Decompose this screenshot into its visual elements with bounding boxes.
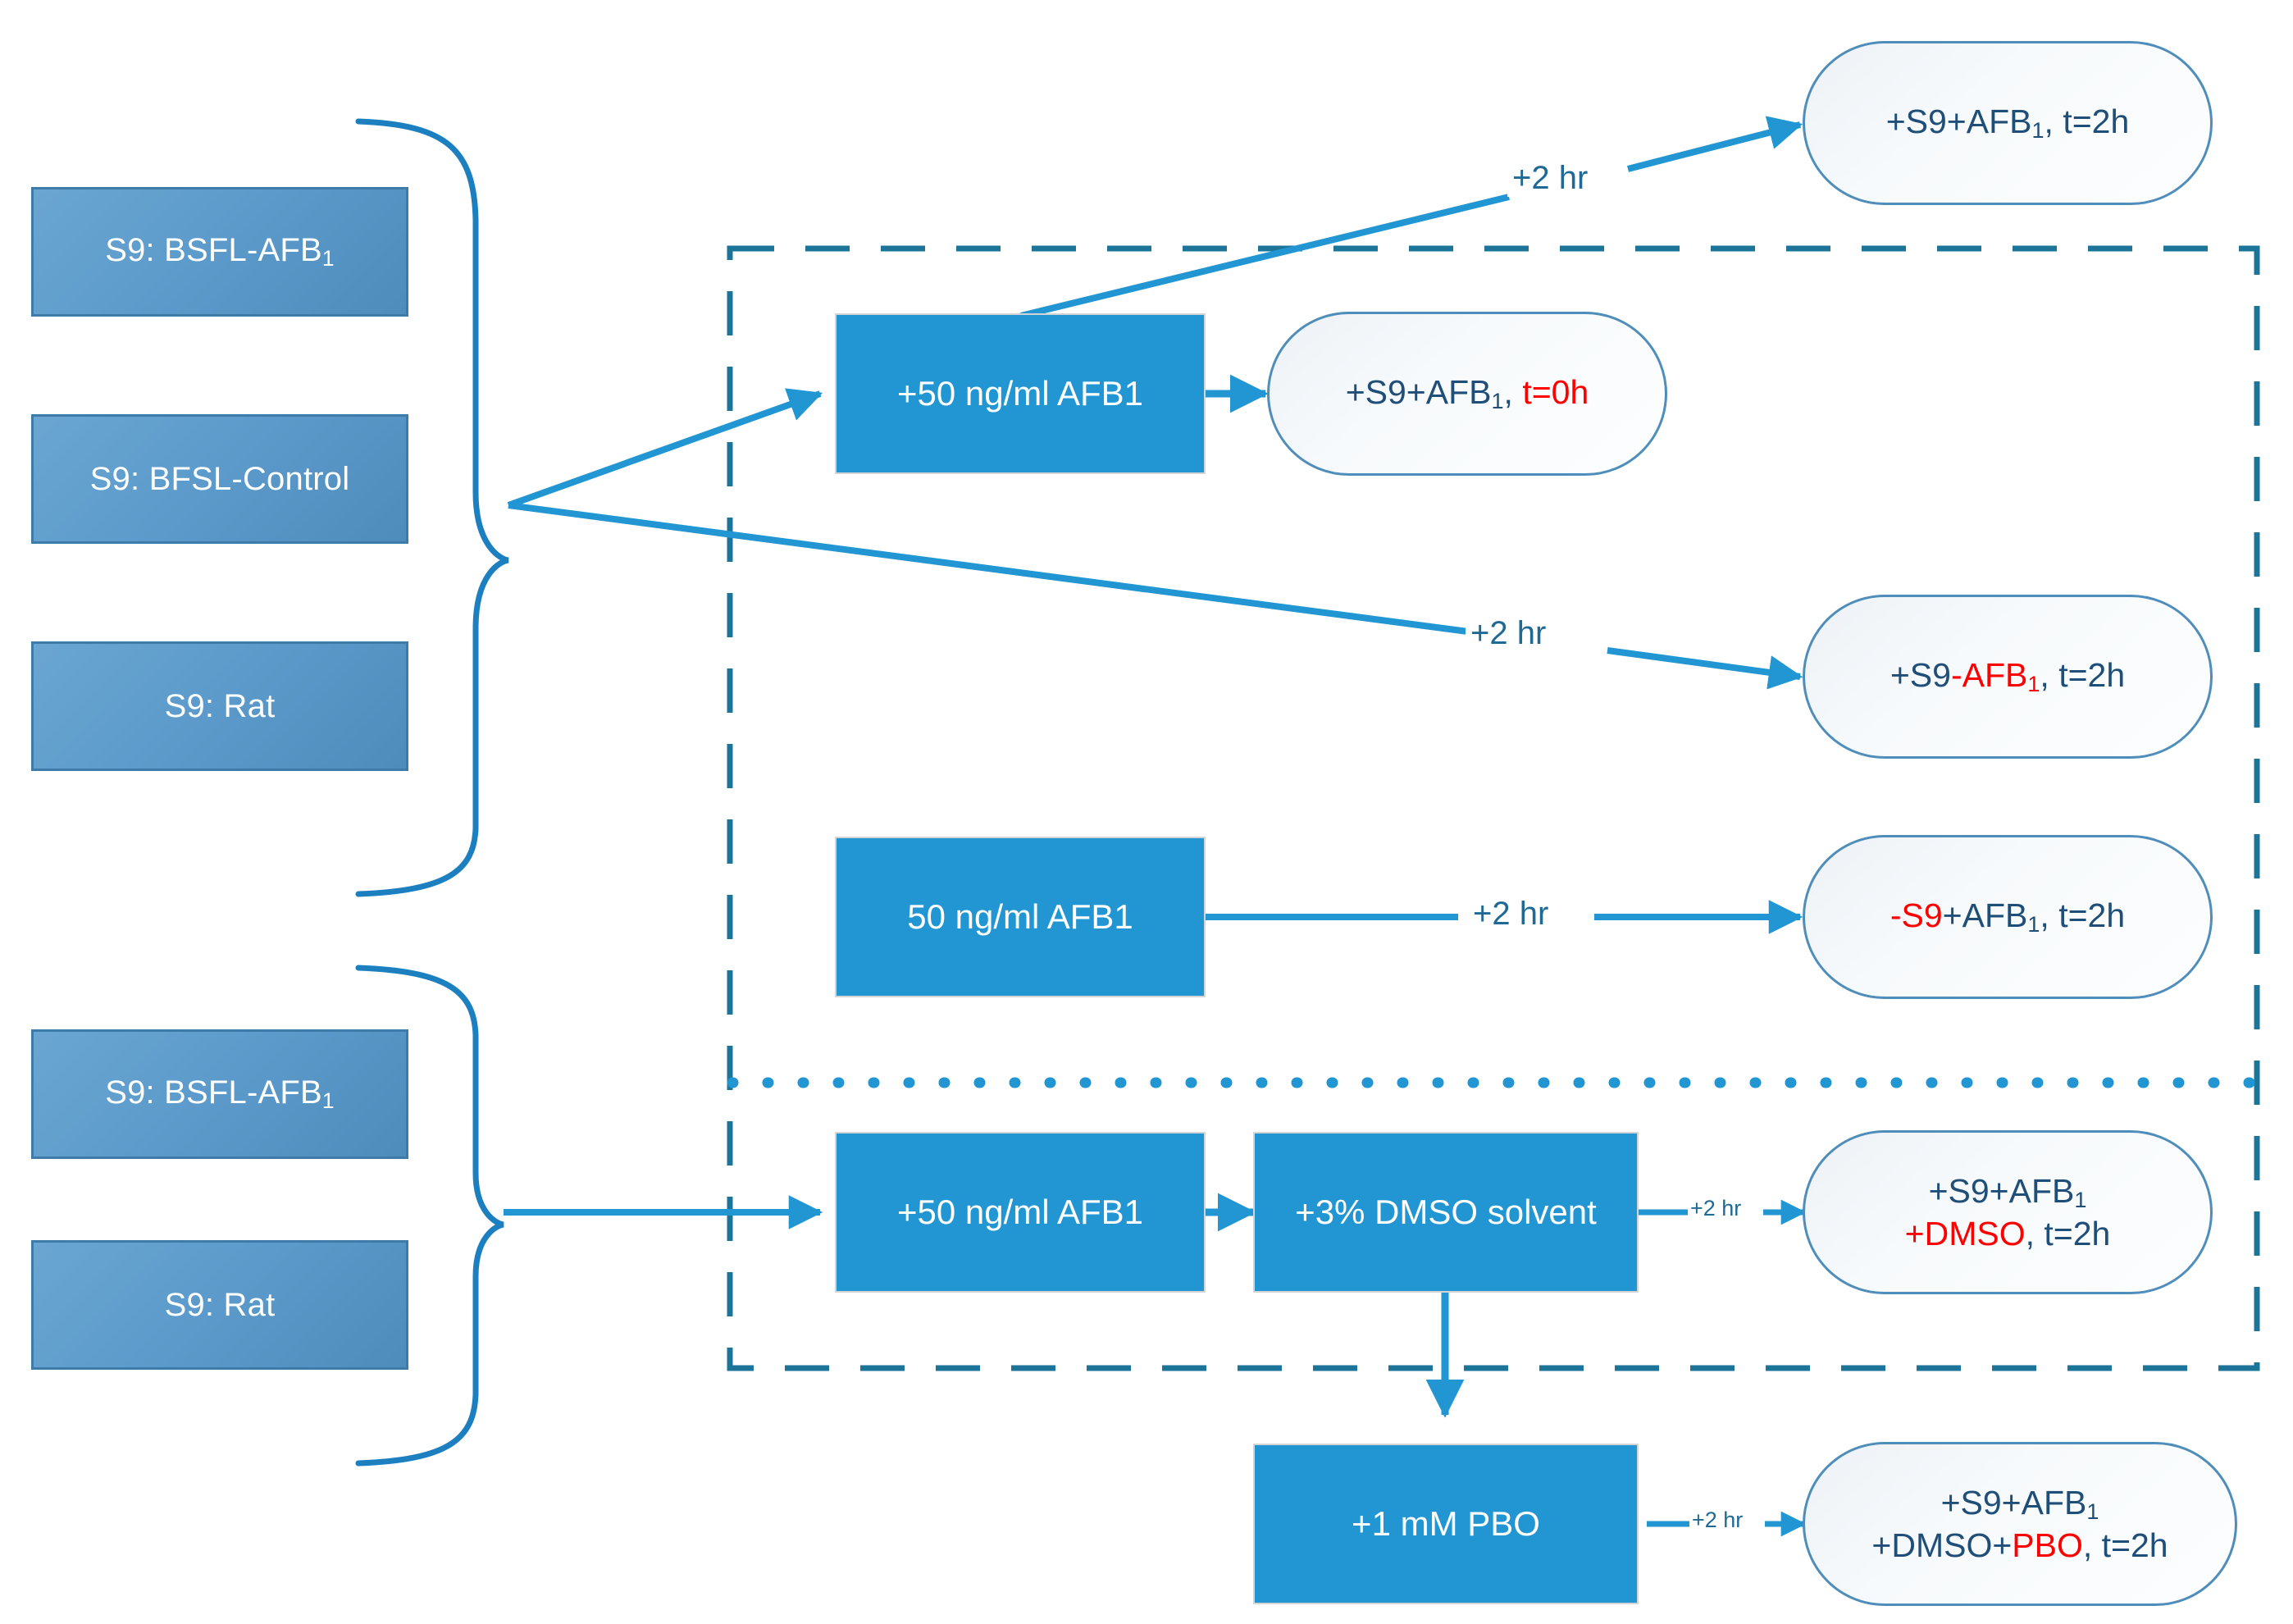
edge-label-pbo-2hr: +2 hr bbox=[1689, 1508, 1746, 1533]
terminator-text: +S9-AFB1, t=2h bbox=[1890, 656, 2126, 697]
dmso-red-text: +DMSO bbox=[1904, 1214, 2026, 1252]
process-label: +3% DMSO solvent bbox=[1295, 1193, 1597, 1231]
source-box-rat-bottom[interactable]: S9: Rat bbox=[31, 1240, 408, 1370]
process-label: 50 ng/ml AFB1 bbox=[907, 897, 1133, 936]
connector-top-source-to-minus-afb1 bbox=[508, 502, 1803, 690]
source-label: S9: Rat bbox=[164, 1286, 276, 1323]
source-label: S9: Rat bbox=[164, 687, 276, 724]
terminator-s9-minus-afb1-t2h[interactable]: +S9-AFB1, t=2h bbox=[1803, 595, 2213, 759]
process-label: +1 mM PBO bbox=[1352, 1504, 1540, 1543]
connector-afb1-box-to-2h-top bbox=[1020, 116, 1803, 319]
edge-label-dmso-2hr: +2 hr bbox=[1688, 1196, 1744, 1221]
edge-label-mid-2hr: +2 hr bbox=[1466, 615, 1552, 652]
terminator-text: -S9+AFB1, t=2h bbox=[1890, 896, 2126, 937]
terminator-text-line2: +DMSO+PBO, t=2h bbox=[1871, 1526, 2168, 1564]
source-label: S9: BFSL-Control bbox=[89, 460, 350, 497]
terminator-text-line1: +S9+AFB1 bbox=[1940, 1483, 2099, 1524]
t0h-red-text: t=0h bbox=[1522, 373, 1589, 412]
terminator-dmso-t2h[interactable]: +S9+AFB1 +DMSO, t=2h bbox=[1803, 1130, 2213, 1294]
source-box-bsfl-afb1-top[interactable]: S9: BSFL-AFB1 bbox=[31, 187, 408, 317]
edge-label-row3-2hr: +2 hr bbox=[1468, 896, 1554, 933]
terminator-s9-afb1-t2h[interactable]: +S9+AFB1, t=2h bbox=[1803, 41, 2213, 205]
terminator-minus-s9-afb1-t2h[interactable]: -S9+AFB1, t=2h bbox=[1803, 835, 2213, 999]
process-box-dmso[interactable]: +3% DMSO solvent bbox=[1253, 1132, 1639, 1293]
pbo-red-text: PBO bbox=[2012, 1526, 2083, 1564]
edge-label-top-2hr: +2 hr bbox=[1507, 160, 1593, 197]
process-box-afb1-plain[interactable]: 50 ng/ml AFB1 bbox=[835, 837, 1206, 997]
terminator-text: +S9+AFB1, t=0h bbox=[1345, 373, 1589, 414]
process-box-pbo[interactable]: +1 mM PBO bbox=[1253, 1444, 1639, 1604]
terminator-text-line1: +S9+AFB1 bbox=[1928, 1171, 2087, 1212]
source-box-rat-top[interactable]: S9: Rat bbox=[31, 641, 408, 771]
process-box-afb1-bottom[interactable]: +50 ng/ml AFB1 bbox=[835, 1132, 1206, 1293]
source-label: S9: BSFL-AFB1 bbox=[105, 232, 335, 271]
process-label: +50 ng/ml AFB1 bbox=[896, 374, 1143, 413]
minus-s9-red-text: -S9 bbox=[1890, 896, 1943, 935]
source-label: S9: BSFL-AFB1 bbox=[105, 1074, 335, 1113]
process-box-afb1-top[interactable]: +50 ng/ml AFB1 bbox=[835, 313, 1206, 474]
terminator-text-line2: +DMSO, t=2h bbox=[1904, 1214, 2111, 1252]
connector-top-source-to-afb1-box bbox=[507, 388, 823, 509]
process-label: +50 ng/ml AFB1 bbox=[896, 1193, 1143, 1231]
terminator-s9-afb1-t0h[interactable]: +S9+AFB1, t=0h bbox=[1267, 312, 1667, 476]
minus-afb1-red-text: -AFB1 bbox=[1950, 656, 2040, 697]
source-box-bsfl-afb1-bottom[interactable]: S9: BSFL-AFB1 bbox=[31, 1029, 408, 1159]
terminator-text: +S9+AFB1, t=2h bbox=[1885, 103, 2130, 144]
terminator-pbo-t2h[interactable]: +S9+AFB1 +DMSO+PBO, t=2h bbox=[1803, 1442, 2237, 1606]
source-box-bfsl-control[interactable]: S9: BFSL-Control bbox=[31, 414, 408, 544]
